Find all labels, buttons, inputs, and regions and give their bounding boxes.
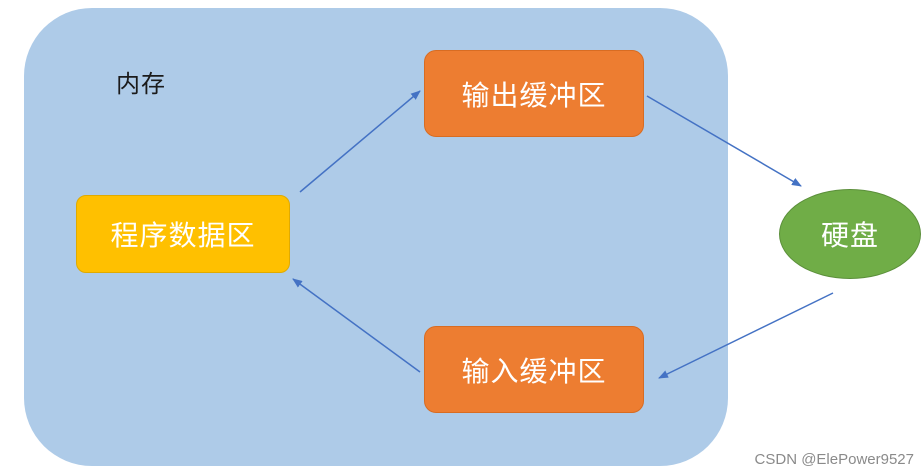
arrow-program-to-output xyxy=(299,90,421,193)
output-buffer-label: 输出缓冲区 xyxy=(461,78,607,112)
input-buffer: 输入缓冲区 xyxy=(424,326,644,413)
watermark: CSDN @ElePower9527 xyxy=(754,451,914,468)
input-buffer-label: 输入缓冲区 xyxy=(461,354,607,388)
program-data-area: 程序数据区 xyxy=(76,195,290,273)
memory-label: 内存 xyxy=(116,70,166,98)
hard-disk: 硬盘 xyxy=(779,189,921,279)
arrow-input-to-program xyxy=(292,278,421,373)
hard-disk-label: 硬盘 xyxy=(820,219,879,252)
arrow-output-to-disk xyxy=(646,95,802,187)
program-data-area-label: 程序数据区 xyxy=(110,219,256,252)
output-buffer: 输出缓冲区 xyxy=(424,50,644,137)
arrow-disk-to-input xyxy=(658,292,834,379)
